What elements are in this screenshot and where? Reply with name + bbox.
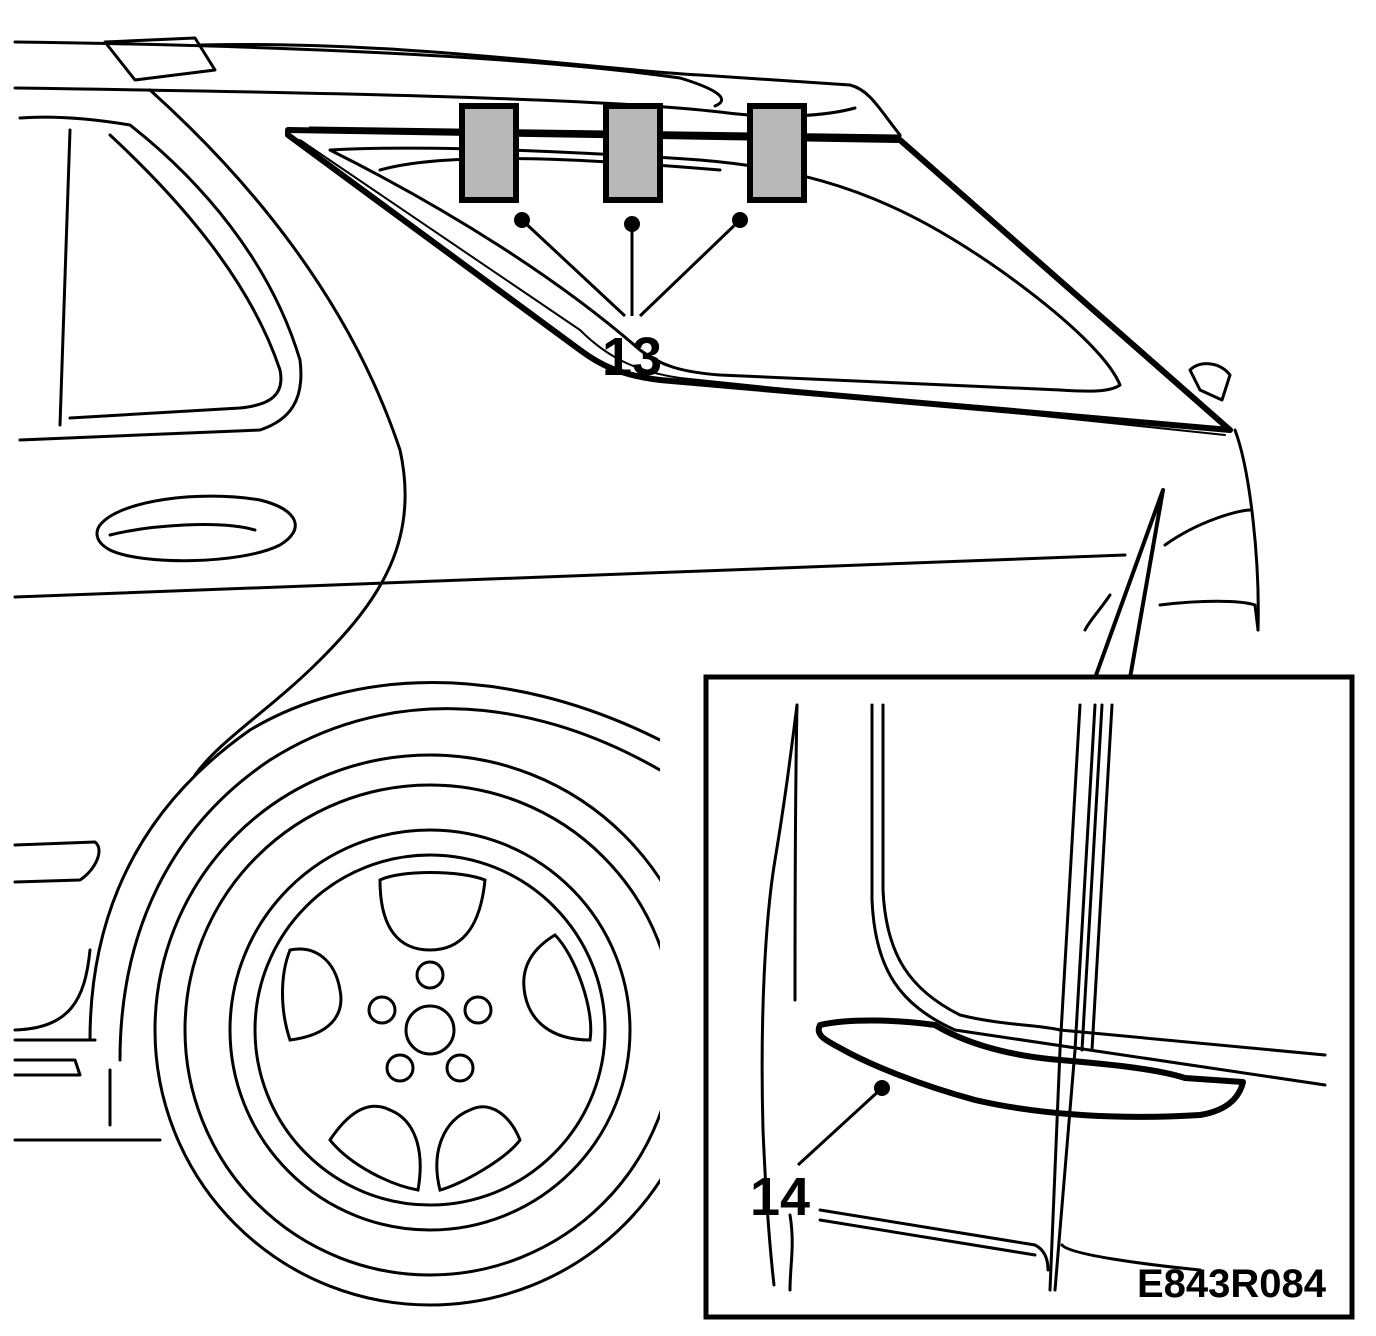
lug-nut (385, 1053, 415, 1083)
figure-code: E843R084 (1137, 1262, 1327, 1306)
marker-pad (459, 103, 519, 203)
leader-dot (514, 212, 530, 228)
sealant-bead (815, 1017, 1246, 1120)
wheel (153, 753, 707, 1307)
lug-nut (463, 995, 493, 1025)
marker-pad (747, 103, 807, 203)
leader-dot (732, 212, 748, 228)
rear-window-markers (459, 103, 807, 318)
leader-lines-13 (520, 218, 742, 318)
leader-dot (624, 216, 640, 232)
leader-line-14 (796, 1086, 884, 1167)
detail-pointer (1093, 488, 1165, 680)
wheel-hub (404, 1004, 456, 1056)
detail-inset-lines (760, 703, 1327, 1292)
lug-nut (415, 960, 445, 990)
callout-14: 14 (750, 1167, 810, 1227)
detail-box (703, 674, 1355, 1320)
leader-14 (796, 1080, 890, 1167)
callout-13: 13 (602, 327, 662, 387)
lug-nut (445, 1053, 475, 1083)
marker-pad (603, 103, 663, 203)
lug-nut (367, 995, 397, 1025)
leader-dot (874, 1080, 890, 1096)
